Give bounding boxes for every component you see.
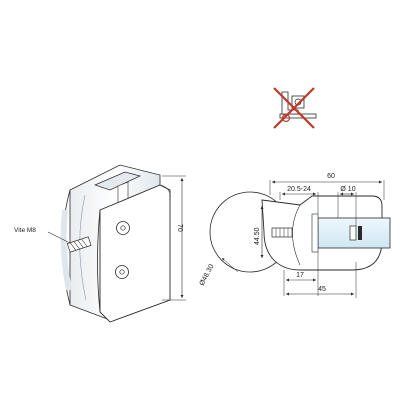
overall-width-label: 60	[327, 173, 335, 180]
clamp-section-view: Ø48.30 60 20.5-24 Ø 10 44.50	[199, 173, 391, 298]
slot-range-label: 20.5-24	[287, 186, 311, 193]
clamp-height-label: 44.50	[254, 227, 261, 245]
offset-17-label: 17	[296, 272, 304, 279]
no-tool-prohibition-icon	[273, 87, 317, 129]
clamp-perspective-view: Vite M8 70	[14, 164, 186, 323]
pipe-diameter-label: Ø48.30	[199, 263, 216, 287]
offset-45-label: 45	[318, 286, 326, 293]
hole-diameter-label: Ø 10	[340, 186, 355, 193]
grub-screw-m8	[66, 236, 92, 253]
height-dimension-label: 70	[176, 224, 183, 232]
screw-label: Vite M8	[14, 227, 36, 234]
